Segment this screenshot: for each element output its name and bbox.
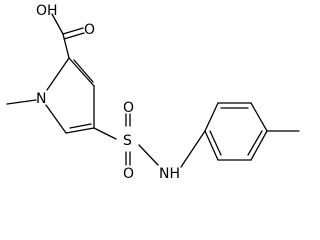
- bond-nh-aryl: [180, 130, 206, 168]
- sulfonyl-oxygen-bottom-label: O: [123, 166, 134, 182]
- bond-ring-n1-c5: [45, 104, 67, 134]
- bond-layer: [6, 13, 300, 168]
- bond-c-o-double-1: [62, 27, 84, 35]
- bond-ar-c4-c5: [250, 130, 268, 161]
- bond-ar-c1-c2: [204, 102, 219, 132]
- bond-ring-c2-c3-inner: [73, 59, 94, 83]
- sulfonyl-oxygen-top-label: O: [123, 100, 134, 116]
- bond-ring-c5-c4-inner: [69, 123, 92, 129]
- bond-c4-s: [93, 127, 117, 140]
- bond-ar-c6-c1: [204, 130, 219, 161]
- atom-label-layer: OH O N O S O NH: [36, 3, 180, 182]
- bond-c-c-ring: [62, 33, 70, 59]
- structure-canvas: OH O N O S O NH: [6, 3, 300, 182]
- bond-ring-c2-n1: [46, 57, 70, 91]
- bond-ring-c5-c4: [65, 127, 95, 134]
- bond-c-oh: [51, 13, 64, 35]
- bond-ar-c4-c5-inner: [247, 130, 263, 156]
- bond-n-methyl: [6, 99, 37, 105]
- bond-ring-c2-c3: [68, 57, 95, 87]
- bond-s-nh: [138, 144, 159, 166]
- hydroxyl-label: OH: [36, 3, 58, 19]
- carbonyl-oxygen-label: O: [84, 22, 95, 38]
- bond-ar-c3-c4: [250, 102, 268, 132]
- bond-c-o-double-2: [63, 32, 85, 40]
- ring-nitrogen-label: N: [36, 91, 46, 107]
- molecule-drawing: OH O N O S O NH: [6, 3, 300, 182]
- bond-ar-c6-c1-inner: [209, 130, 222, 156]
- amide-nh-label: NH: [159, 166, 180, 182]
- sulfur-label: S: [123, 133, 132, 149]
